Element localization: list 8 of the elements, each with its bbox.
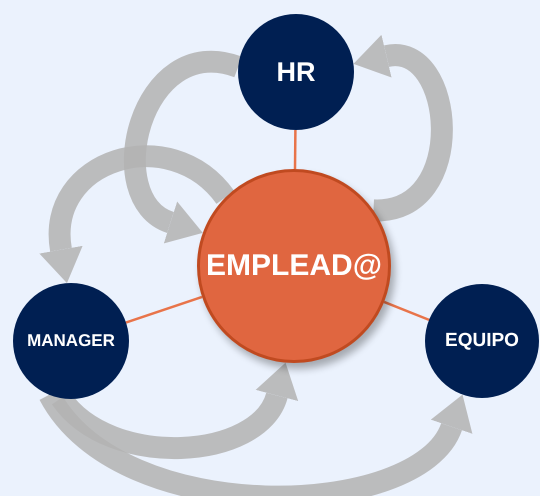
connector-line [294,130,297,170]
node-label: EMPLEAD@ [206,249,382,283]
connector-line [384,300,430,322]
curved-arrow [352,34,453,222]
node-label: MANAGER [27,331,115,351]
node-label: HR [276,56,316,88]
connector-line [126,296,202,324]
node-label: EQUIPO [445,330,519,352]
